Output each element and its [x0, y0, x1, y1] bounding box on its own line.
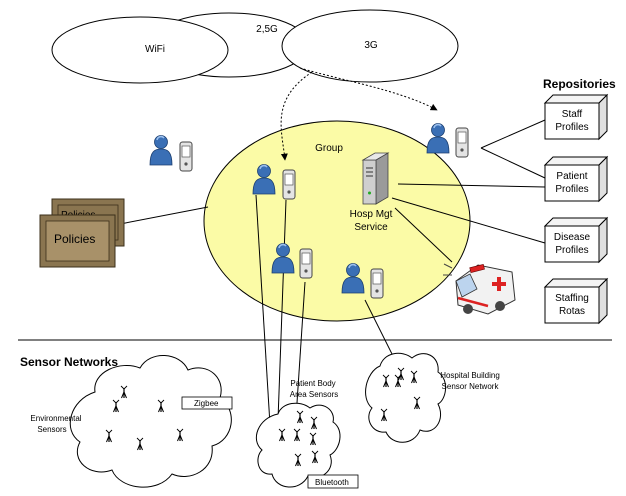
body-area-sensor-cloud — [256, 402, 341, 488]
patient-profiles-connector-server — [397, 183, 546, 188]
body-sensor-label-line1: Patient Body — [290, 379, 335, 388]
patient-profiles-connector-user — [480, 147, 546, 179]
repository-label-line1: Disease — [554, 232, 591, 243]
mobile-phone-icon — [299, 248, 313, 279]
bluetooth-tag — [307, 474, 359, 489]
policies-connector — [114, 206, 209, 226]
server-icon — [361, 152, 390, 205]
policies-stack: Policies Policies — [39, 198, 125, 268]
hospital-building-sensor-cloud — [365, 352, 446, 443]
repositories-title: Repositories — [543, 77, 616, 91]
body-sensor-link-2 — [277, 199, 287, 421]
repository-label-line1: Staffing — [555, 293, 589, 304]
server-label-line1: Hosp Mgt — [350, 209, 393, 220]
building-sensor-link — [364, 299, 396, 361]
network-wifi-ellipse — [51, 16, 229, 84]
building-sensor-label-line2: Sensor Network — [442, 382, 500, 391]
repository-label-line2: Profiles — [555, 122, 588, 133]
zigbee-tag — [181, 396, 233, 410]
body-sensor-label-line2: Area Sensors — [290, 390, 338, 399]
body-sensor-link-1 — [255, 194, 271, 426]
disease-profiles-connector — [391, 197, 546, 244]
repository-label-line2: Profiles — [555, 184, 588, 195]
bluetooth-label: Bluetooth — [315, 478, 349, 487]
mobile-phone-icon — [370, 268, 384, 299]
environmental-label-line1: Environmental — [30, 414, 81, 423]
zigbee-label: Zigbee — [194, 399, 219, 408]
mobile-phone-icon — [455, 127, 469, 158]
ambulance-connector — [394, 207, 453, 263]
staff-profiles-connector — [480, 119, 546, 149]
policies-front-label: Policies — [54, 232, 95, 246]
repository-label-line1: Staff — [562, 109, 583, 120]
mobile-phone-icon — [179, 141, 193, 172]
2-5g-label: 2,5G — [256, 24, 278, 35]
sensor-networks-title: Sensor Networks — [20, 355, 118, 369]
3g-label: 3G — [364, 40, 378, 51]
network-3g-ellipse — [281, 9, 459, 83]
dotted-arrow-to-remote-user — [299, 67, 438, 111]
group-label: Group — [315, 143, 343, 154]
body-sensor-link-3 — [295, 281, 306, 419]
repositories-list: StaffProfilesPatientProfilesDiseaseProfi… — [543, 93, 609, 325]
repository-label-line2: Rotas — [559, 306, 585, 317]
mobile-phone-icon — [282, 169, 296, 200]
user-icon — [149, 134, 173, 166]
repository-label-line1: Patient — [556, 171, 587, 182]
dotted-arrow-to-group-user — [280, 71, 313, 161]
environmental-sensor-cloud — [69, 355, 232, 488]
environmental-label-line2: Sensors — [37, 425, 66, 434]
user-icon — [426, 122, 450, 154]
building-sensor-label-line1: Hospital Building — [440, 371, 500, 380]
wifi-label: WiFi — [145, 44, 165, 55]
server-label-line2: Service — [354, 222, 388, 233]
repository-label-line2: Profiles — [555, 245, 588, 256]
ambulance-icon — [443, 263, 516, 315]
